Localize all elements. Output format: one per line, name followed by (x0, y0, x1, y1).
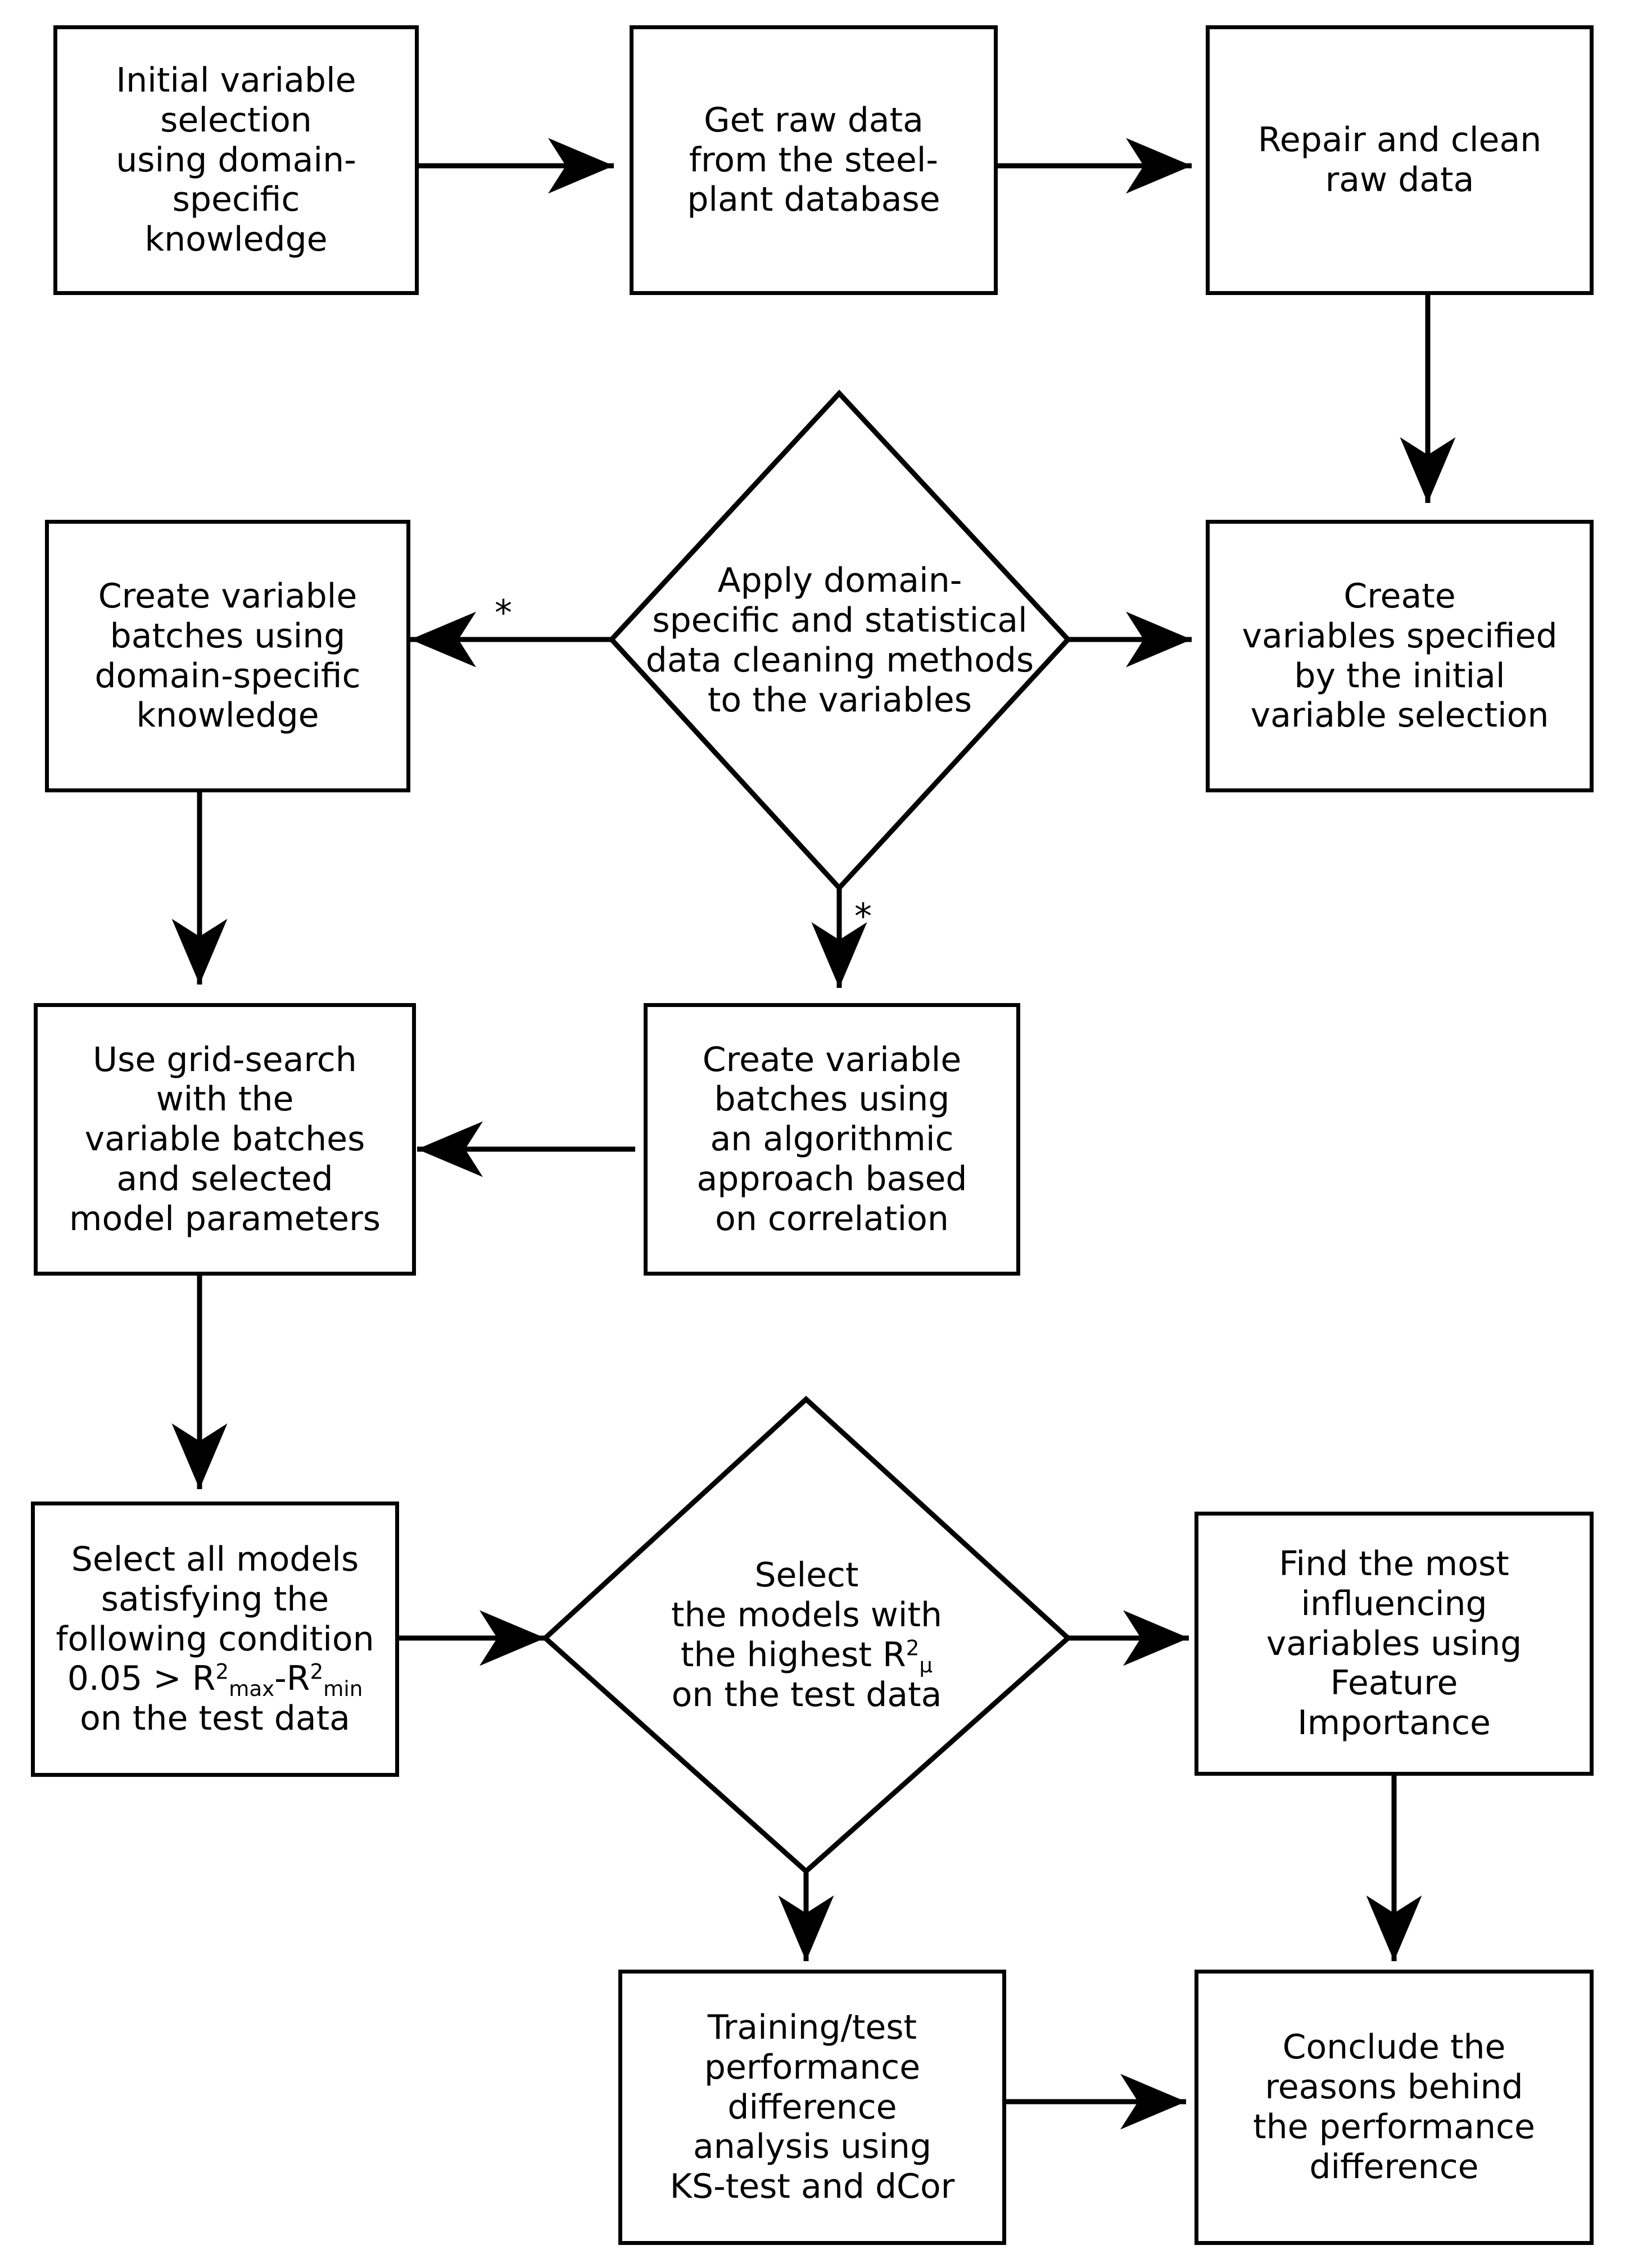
diamond-select-highest-shape (541, 1395, 1072, 1875)
edge-label-star-left: * (495, 592, 512, 633)
node-find-influencing-variables-label: Find the most influencing variables usin… (1266, 1544, 1522, 1743)
node-create-batches-algorithmic[interactable]: Create variable batches using an algorit… (644, 1003, 1020, 1276)
node-training-test-difference-label: Training/test performance difference ana… (669, 2008, 955, 2207)
node-apply-cleaning-methods[interactable]: Apply domain- specific and statistical d… (612, 556, 1068, 725)
node-repair-clean-raw-data-label: Repair and clean raw data (1257, 120, 1542, 199)
node-initial-variable-selection-label: Initial variable selection using domain-… (116, 61, 356, 260)
node-use-grid-search[interactable]: Use grid-search with the variable batche… (34, 1003, 416, 1276)
node-get-raw-data-label: Get raw data from the steel- plant datab… (687, 100, 940, 220)
node-get-raw-data[interactable]: Get raw data from the steel- plant datab… (630, 25, 998, 295)
node-create-batches-domain[interactable]: Create variable batches using domain-spe… (45, 520, 410, 792)
node-repair-clean-raw-data[interactable]: Repair and clean raw data (1206, 25, 1594, 295)
node-use-grid-search-label: Use grid-search with the variable batche… (69, 1040, 381, 1239)
node-create-batches-algorithmic-label: Create variable batches using an algorit… (696, 1040, 967, 1239)
node-create-variables-specified-label: Create variables specified by the initia… (1242, 576, 1558, 736)
edge-label-star-down: * (854, 896, 872, 937)
diamond-apply-cleaning-shape (608, 389, 1072, 892)
node-select-all-models-label: Select all models satisfying the followi… (56, 1540, 374, 1739)
select-all-models-formula: 0.05 > R2max-R2min (67, 1659, 363, 1702)
node-apply-cleaning-methods-label: Apply domain- specific and statistical d… (645, 561, 1034, 720)
node-create-batches-domain-label: Create variable batches using domain-spe… (94, 576, 361, 736)
select-highest-r2-formula: the highest R2μ (680, 1635, 933, 1678)
node-initial-variable-selection[interactable]: Initial variable selection using domain-… (53, 25, 419, 295)
node-select-highest-r2-label: Select the models with the highest R2μ o… (671, 1555, 942, 1714)
node-conclude-reasons-label: Conclude the reasons behind the performa… (1253, 2027, 1535, 2187)
node-find-influencing-variables[interactable]: Find the most influencing variables usin… (1194, 1512, 1594, 1776)
node-select-highest-r2[interactable]: Select the models with the highest R2μ o… (556, 1551, 1057, 1720)
node-select-all-models[interactable]: Select all models satisfying the followi… (31, 1502, 399, 1777)
node-create-variables-specified[interactable]: Create variables specified by the initia… (1206, 520, 1594, 792)
node-conclude-reasons[interactable]: Conclude the reasons behind the performa… (1194, 1970, 1594, 2245)
node-training-test-difference[interactable]: Training/test performance difference ana… (618, 1970, 1006, 2245)
